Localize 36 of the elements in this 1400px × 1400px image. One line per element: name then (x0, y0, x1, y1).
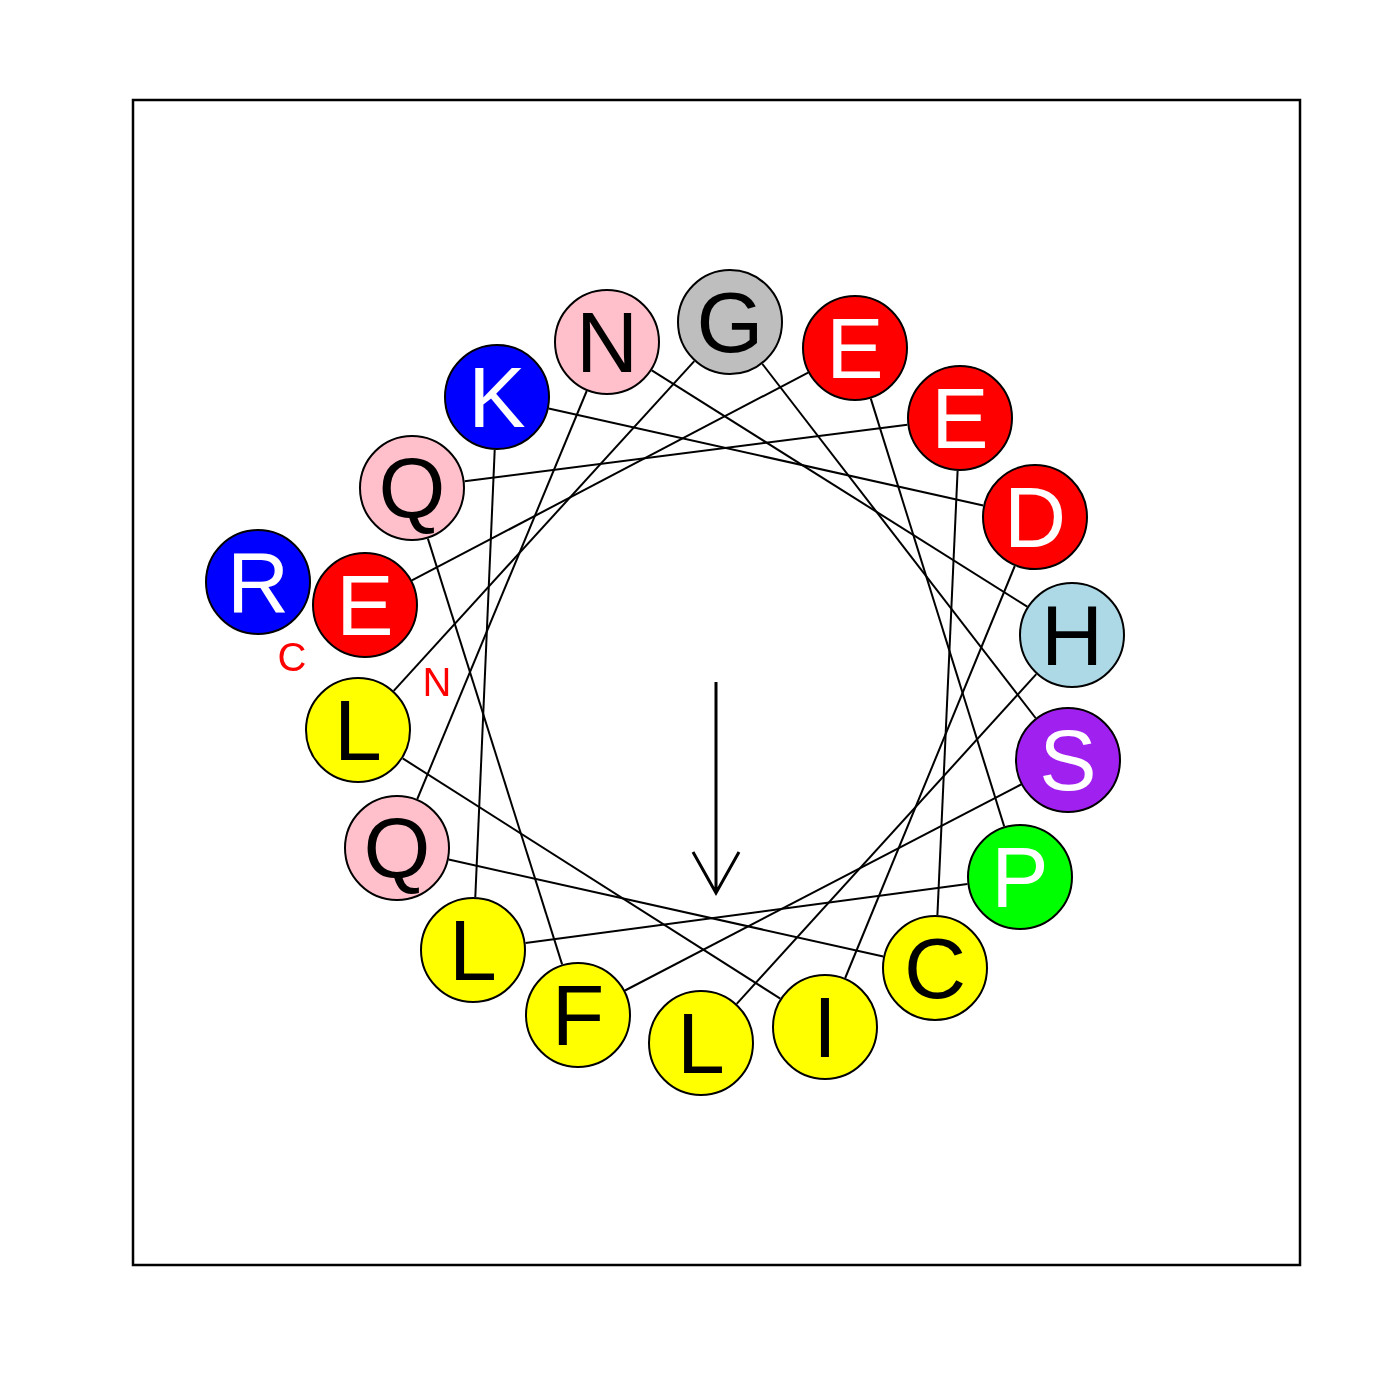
residue-letter: E (826, 305, 884, 391)
residue-letter: L (334, 687, 382, 773)
connector-line (735, 673, 1038, 1005)
connector-line (936, 469, 959, 917)
residue-letter: E (336, 562, 394, 648)
connector-line (447, 858, 885, 958)
connector-line (844, 565, 1016, 979)
connector-line (416, 390, 588, 800)
connector-line (624, 783, 1022, 992)
connector-line (410, 371, 810, 582)
connector-line (761, 363, 1037, 719)
residue-letter: H (1040, 592, 1104, 678)
residue-letter: D (1003, 474, 1067, 560)
connector-line (650, 369, 1029, 608)
residue-letter: F (551, 972, 605, 1058)
connector-line (869, 397, 1006, 828)
residue-letter: K (468, 354, 526, 440)
residue-letter: P (991, 834, 1049, 920)
residue-letter: L (449, 907, 497, 993)
residue-letter: R (226, 539, 290, 625)
residue-letter: N (575, 299, 639, 385)
connector-line (474, 449, 496, 898)
residue-letter: S (1039, 717, 1097, 803)
connector-line (463, 423, 909, 483)
residue-letter: I (813, 984, 837, 1070)
residue-letter: G (696, 279, 764, 365)
residue-letter: L (677, 1000, 725, 1086)
connector-line (524, 883, 969, 944)
terminus-label: C (277, 637, 307, 677)
connector-line (426, 537, 564, 966)
connector-line (547, 407, 985, 507)
terminus-label: N (422, 662, 452, 702)
connector-line (401, 757, 782, 1000)
residue-letter: C (903, 925, 967, 1011)
residue-letter: E (931, 375, 989, 461)
connector-line (392, 360, 696, 692)
